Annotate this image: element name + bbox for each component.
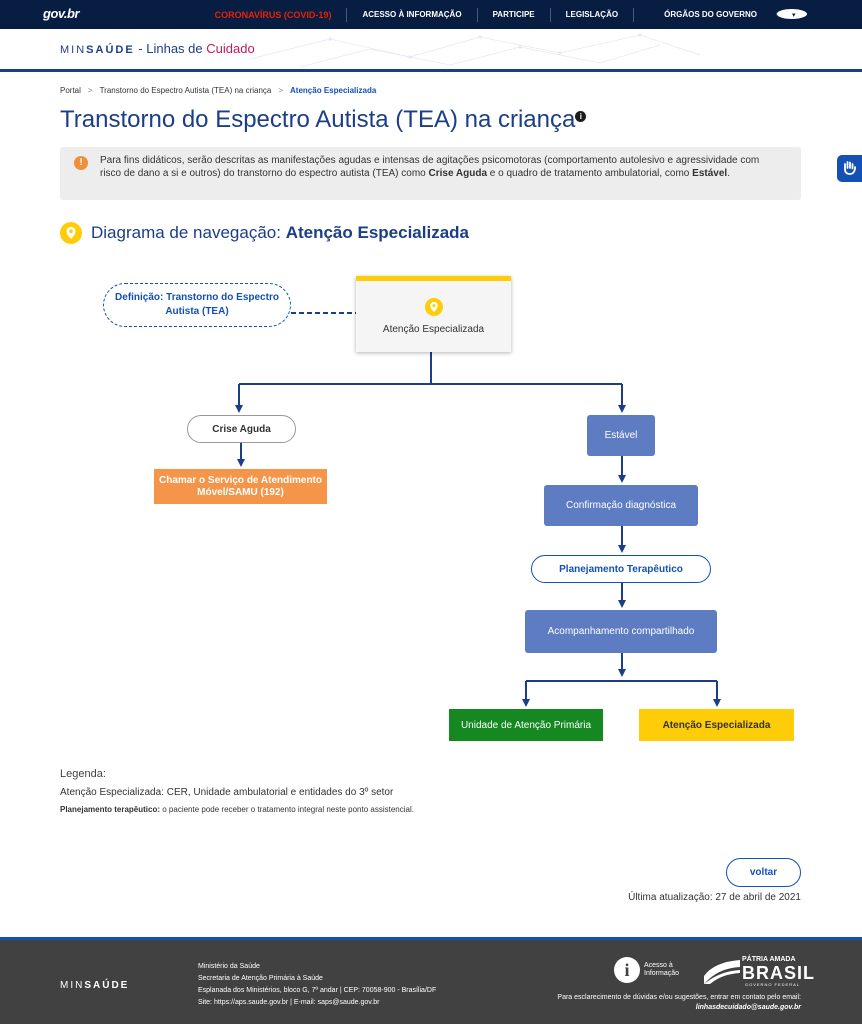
breadcrumb-current: Atenção Especializada <box>290 86 377 95</box>
node-samu[interactable]: Chamar o Serviço de Atendimento Móvel/SA… <box>154 469 327 504</box>
nav-participe[interactable]: PARTICIPE <box>476 7 550 22</box>
nav-acesso-informacao[interactable]: ACESSO À INFORMAÇÃO <box>346 7 476 22</box>
legend-planejamento: Planejamento terapêutico: o paciente pod… <box>60 805 414 814</box>
node-crise-aguda[interactable]: Crise Aguda <box>187 415 296 443</box>
brasil-logo[interactable]: PÁTRIA AMADA BRASIL GOVERNO FEDERAL <box>704 954 814 987</box>
voltar-button[interactable]: voltar <box>726 858 801 887</box>
last-updated: Última atualização: 27 de abril de 2021 <box>628 892 801 903</box>
footer-contact-info: Ministério da Saúde Secretaria de Atençã… <box>198 961 436 1009</box>
acesso-informacao-label: Acesso à Informação <box>644 962 680 977</box>
page-title-text: Transtorno do Espectro Autista (TEA) na … <box>60 106 576 133</box>
site-footer: MINSAÚDE Ministério da Saúde Secretaria … <box>0 937 862 1024</box>
node-atencao-label: Atenção Especializada <box>382 324 485 335</box>
breadcrumb-portal[interactable]: Portal <box>60 86 81 95</box>
gov-topbar: gov.br CORONAVÍRUS (COVID-19) ACESSO À I… <box>0 0 862 29</box>
notice-part1: Para fins didáticos, serão descritas as … <box>100 155 760 179</box>
nav-legislacao[interactable]: LEGISLAÇÃO <box>549 7 633 22</box>
chevron-down-icon[interactable]: ▾ <box>776 9 807 20</box>
page-title: Transtorno do Espectro Autista (TEA) na … <box>60 106 587 134</box>
breadcrumb-separator: > <box>278 86 284 95</box>
legend-planejamento-bold: Planejamento terapêutico: <box>60 805 161 814</box>
node-unidade-atencao-primaria[interactable]: Unidade de Atenção Primária <box>449 709 603 741</box>
notice-bold-estavel: Estável <box>692 168 728 179</box>
brand-separator: - <box>134 41 147 56</box>
footer-info-line: Site: https://aps.saude.gov.br | E-mail:… <box>198 999 380 1006</box>
nav-coronavirus[interactable]: CORONAVÍRUS (COVID-19) <box>214 9 332 20</box>
notice-text: Para fins didáticos, serão descritas as … <box>100 154 780 180</box>
gov-top-nav: CORONAVÍRUS (COVID-19) ACESSO À INFORMAÇ… <box>200 0 822 29</box>
brasil-word: BRASIL <box>742 963 815 983</box>
breadcrumb: Portal > Transtorno do Espectro Autista (T… <box>60 86 376 95</box>
site-brand[interactable]: MINSAÚDE - Linhas de Cuidado <box>60 41 255 56</box>
site-header: MINSAÚDE - Linhas de Cuidado <box>0 29 862 72</box>
nav-orgaos-label: ÓRGÃOS DO GOVERNO <box>664 9 757 19</box>
notice-part2: e o quadro de tratamento ambulatorial, c… <box>487 168 693 179</box>
notice-box: ! Para fins didáticos, serão descritas a… <box>60 147 801 200</box>
footer-brand-min: MIN <box>60 980 85 991</box>
brasil-governo: GOVERNO FEDERAL <box>745 982 801 987</box>
node-confirmacao-diagnostica[interactable]: Confirmação diagnóstica <box>544 485 698 526</box>
footer-brand[interactable]: MINSAÚDE <box>60 980 129 991</box>
notice-bold-crise: Crise Aguda <box>428 168 488 179</box>
info-icon[interactable]: i <box>575 111 587 122</box>
brand-saude: SAÚDE <box>86 44 135 56</box>
brasil-patria: PÁTRIA AMADA <box>742 956 796 963</box>
brand-linhas: Linhas de <box>146 41 207 56</box>
node-planejamento-terapeutico[interactable]: Planejamento Terapêutico <box>531 555 711 583</box>
footer-email-link[interactable]: linhasdecuidado@saude.gov.br <box>695 1004 801 1011</box>
footer-contact: Para esclarecimento de dúvidas e/ou suge… <box>557 993 801 1013</box>
node-atencao-especializada[interactable]: Atenção Especializada <box>356 276 511 352</box>
node-definicao[interactable]: Definição: Transtorno do Espectro Autist… <box>103 283 291 327</box>
warning-icon: ! <box>74 156 88 170</box>
header-network-pattern <box>249 33 701 68</box>
section-bold: Atenção Especializada <box>285 223 469 242</box>
footer-info-line: Ministério da Saúde <box>198 963 260 970</box>
section-title: Diagrama de navegação: Atenção Especiali… <box>91 223 469 243</box>
govbr-logo[interactable]: gov.br <box>43 6 80 21</box>
breadcrumb-tea[interactable]: Transtorno do Espectro Autista (TEA) na … <box>99 86 272 95</box>
map-pin-icon <box>60 222 82 244</box>
legend-title: Legenda: <box>60 768 106 780</box>
brand-cuidado: Cuidado <box>206 41 255 56</box>
brand-min: MIN <box>60 44 87 56</box>
breadcrumb-separator: > <box>87 86 93 95</box>
node-acompanhamento-compartilhado[interactable]: Acompanhamento compartilhado <box>525 610 717 653</box>
brasil-flag-icon <box>704 960 740 984</box>
node-estavel[interactable]: Estável <box>587 415 655 456</box>
nav-orgaos-governo[interactable]: ÓRGÃOS DO GOVERNO ▾ <box>633 7 822 22</box>
info-icon: i <box>614 957 640 983</box>
footer-contact-text: Para esclarecimento de dúvidas e/ou suge… <box>557 994 801 1001</box>
legend-atencao: Atenção Especializada: CER, Unidade ambu… <box>60 787 394 798</box>
notice-part3: . <box>727 168 730 179</box>
footer-info-line: Esplanada dos Ministérios, bloco G, 7º a… <box>198 987 437 994</box>
footer-brand-saude: SAÚDE <box>84 980 130 991</box>
legend-planejamento-text: o paciente pode receber o tratamento int… <box>160 805 414 814</box>
section-prefix: Diagrama de navegação: <box>91 223 286 242</box>
node-atencao-especializada-final[interactable]: Atenção Especializada <box>639 709 794 741</box>
accessibility-hand-icon[interactable] <box>837 155 862 182</box>
footer-info-line: Secretaria de Atenção Primária à Saúde <box>198 975 323 982</box>
map-pin-icon <box>424 298 443 316</box>
